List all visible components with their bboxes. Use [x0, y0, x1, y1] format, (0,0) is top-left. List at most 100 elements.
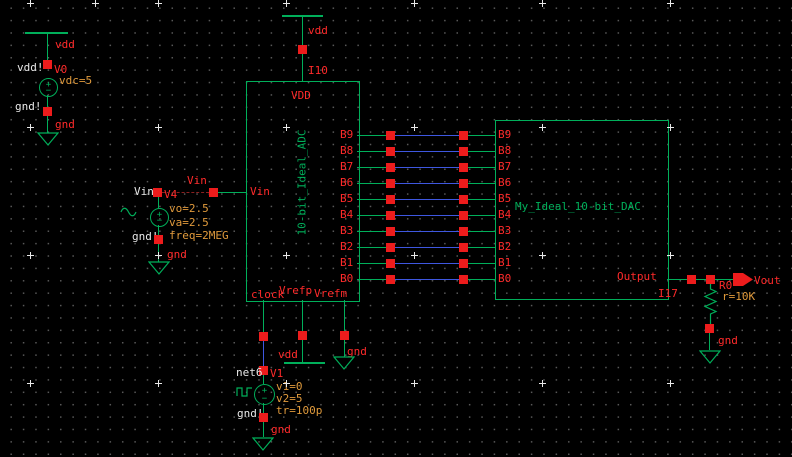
dac-bit-stub-b0[interactable]	[468, 279, 495, 280]
dac-bit-stub-b8[interactable]	[468, 151, 495, 152]
dac-bit-pin-b1[interactable]	[459, 259, 468, 268]
ground-symbol[interactable]	[37, 132, 59, 147]
adc-bit-pin-b6[interactable]	[386, 179, 395, 188]
adc-bit-pin-b7[interactable]	[386, 163, 395, 172]
wire[interactable]	[158, 225, 159, 235]
net-label-vdd[interactable]: vdd	[308, 24, 328, 37]
dac-bit-stub-b2[interactable]	[468, 247, 495, 248]
adc-bit-pin-b3[interactable]	[386, 227, 395, 236]
instance-name-v1[interactable]: V1	[270, 367, 284, 380]
adc-bit-stub-b1[interactable]	[357, 263, 387, 264]
dac-bit-pin-b5[interactable]	[459, 195, 468, 204]
bus-wire-b3[interactable]	[395, 231, 459, 232]
adc-bit-stub-b7[interactable]	[357, 167, 387, 168]
wire[interactable]	[302, 340, 303, 363]
bus-wire-b0[interactable]	[395, 279, 459, 280]
net-label-gnd[interactable]: gnd	[718, 334, 738, 347]
instance-name-r0[interactable]: R0	[719, 279, 733, 292]
ground-symbol[interactable]	[699, 350, 721, 365]
connection-pin[interactable]	[43, 60, 52, 69]
bus-wire-b6[interactable]	[395, 183, 459, 184]
global-net-label-gnd[interactable]: gnd!	[15, 100, 42, 113]
adc-bit-pin-b0[interactable]	[386, 275, 395, 284]
dac-bit-stub-b3[interactable]	[468, 231, 495, 232]
dac-bit-pin-b2[interactable]	[459, 243, 468, 252]
param-r[interactable]: r=10K	[722, 290, 756, 303]
param-v2[interactable]: v2=5	[276, 392, 303, 405]
ground-symbol[interactable]	[252, 437, 274, 452]
bus-wire-b2[interactable]	[395, 247, 459, 248]
wire[interactable]	[709, 333, 710, 350]
connection-pin[interactable]	[340, 331, 349, 340]
clock-wire[interactable]	[263, 341, 264, 366]
param-freq[interactable]: freq=2MEG	[169, 229, 229, 242]
resistor-symbol[interactable]	[702, 284, 719, 325]
global-net-label-gnd[interactable]: gnd!	[132, 230, 159, 243]
net-label-gnd[interactable]: gnd	[347, 345, 367, 358]
global-net-label-gnd[interactable]: gnd!	[237, 407, 264, 420]
adc-bit-pin-b4[interactable]	[386, 211, 395, 220]
dac-bit-stub-b6[interactable]	[468, 183, 495, 184]
vdd-rail-bar[interactable]	[284, 362, 325, 364]
net-label-gnd[interactable]: gnd	[167, 248, 187, 261]
adc-bit-pin-b8[interactable]	[386, 147, 395, 156]
param-vo[interactable]: vo=2.5	[169, 202, 209, 215]
wire[interactable]	[263, 300, 264, 332]
net-label-net6[interactable]: net6	[236, 366, 263, 379]
voltage-source-symbol[interactable]: + −	[254, 384, 275, 405]
wire[interactable]	[263, 375, 264, 384]
dac-bit-stub-b4[interactable]	[468, 215, 495, 216]
param-vdc[interactable]: vdc=5	[59, 74, 93, 87]
instance-name-v0[interactable]: V0	[54, 63, 68, 76]
net-label-vin-white[interactable]: Vin	[134, 185, 154, 198]
param-tr[interactable]: tr=100p	[276, 404, 323, 417]
wire[interactable]	[263, 422, 264, 437]
connection-pin[interactable]	[687, 275, 696, 284]
connection-pin[interactable]	[153, 188, 162, 197]
ground-symbol[interactable]	[333, 356, 355, 371]
net-label-vdd[interactable]: vdd	[278, 348, 298, 361]
net-label-vout[interactable]: Vout	[754, 274, 781, 287]
wire[interactable]	[344, 340, 345, 357]
adc-bit-stub-b3[interactable]	[357, 231, 387, 232]
adc-bit-stub-b4[interactable]	[357, 215, 387, 216]
bus-wire-b1[interactable]	[395, 263, 459, 264]
dac-bit-pin-b3[interactable]	[459, 227, 468, 236]
wire[interactable]	[344, 300, 345, 331]
adc-bit-stub-b2[interactable]	[357, 247, 387, 248]
dac-symbol-body[interactable]	[495, 120, 669, 300]
dac-bit-pin-b9[interactable]	[459, 131, 468, 140]
connection-pin[interactable]	[43, 107, 52, 116]
wire[interactable]	[158, 197, 159, 208]
adc-bit-stub-b5[interactable]	[357, 199, 387, 200]
bus-wire-b8[interactable]	[395, 151, 459, 152]
bus-wire-b9[interactable]	[395, 135, 459, 136]
wire[interactable]	[302, 300, 303, 331]
connection-pin[interactable]	[298, 45, 307, 54]
dac-bit-pin-b0[interactable]	[459, 275, 468, 284]
voltage-source-symbol[interactable]: + −	[150, 208, 169, 227]
wire[interactable]	[47, 116, 48, 133]
dac-bit-pin-b7[interactable]	[459, 163, 468, 172]
connection-pin[interactable]	[154, 235, 163, 244]
adc-bit-stub-b9[interactable]	[357, 135, 387, 136]
adc-bit-pin-b1[interactable]	[386, 259, 395, 268]
connection-pin[interactable]	[259, 413, 268, 422]
instance-name-i17[interactable]: I17	[658, 287, 678, 300]
adc-bit-pin-b2[interactable]	[386, 243, 395, 252]
dac-bit-stub-b1[interactable]	[468, 263, 495, 264]
dac-bit-pin-b8[interactable]	[459, 147, 468, 156]
vdd-rail-bar[interactable]	[25, 32, 68, 34]
dac-bit-stub-b9[interactable]	[468, 135, 495, 136]
wire[interactable]	[47, 95, 48, 107]
net-label-gnd[interactable]: gnd	[55, 118, 75, 131]
instance-name-v4[interactable]: V4	[164, 188, 178, 201]
connection-pin[interactable]	[259, 366, 268, 375]
adc-bit-stub-b0[interactable]	[357, 279, 387, 280]
wire[interactable]	[218, 192, 247, 193]
wire[interactable]	[158, 244, 159, 262]
adc-bit-pin-b9[interactable]	[386, 131, 395, 140]
adc-bit-stub-b8[interactable]	[357, 151, 387, 152]
bus-wire-b5[interactable]	[395, 199, 459, 200]
bus-wire-b4[interactable]	[395, 215, 459, 216]
